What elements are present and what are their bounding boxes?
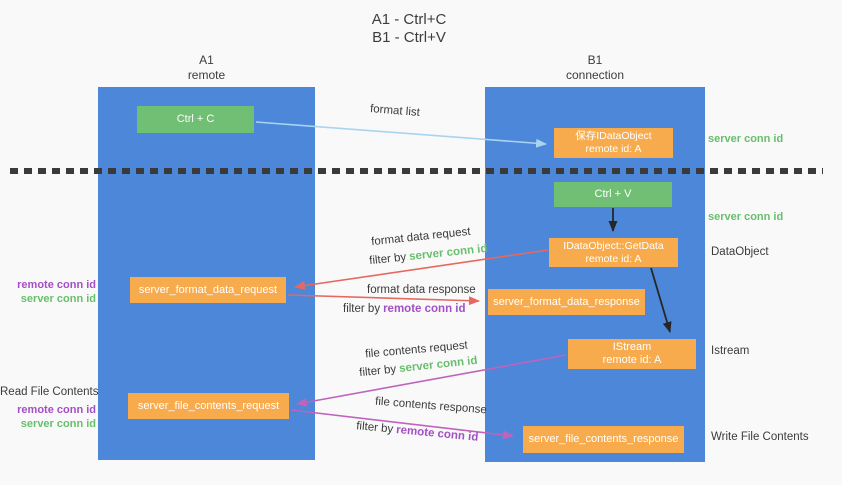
node-save-idataobject-line2: remote id: A [585,143,642,155]
node-ctrl-v: Ctrl + V [554,182,672,207]
title-line-1: A1 - Ctrl+C [371,11,447,28]
node-istream-line1: IStream [612,341,652,353]
filter-by-text: filter by [343,303,381,315]
arrow-format-list [255,121,547,148]
node-idataobject-getdata-line2: remote id: A [585,252,642,265]
write-file-contents-label: Write File Contents [711,431,809,443]
remote-conn-id-text: remote conn id [383,303,466,315]
node-server-file-contents-response: server_file_contents_response [523,426,684,453]
node-save-idataobject-line1: 保存IDataObject [575,130,652,142]
dotted-divider [10,168,823,174]
column-b1-name: B1 [587,53,603,67]
node-istream: IStream remote id: A [568,339,696,369]
column-a1-name: A1 [199,53,214,67]
node-server-format-data-request-label: server_format_data_request [138,283,278,296]
dataobject-label: DataObject [711,246,769,258]
node-ctrl-c-label: Ctrl + C [176,113,215,125]
right-server-conn-id-top: server conn id [708,133,784,145]
column-header-a1: A1 remote [98,53,315,83]
title-line-2: B1 - Ctrl+V [372,29,446,46]
left-file-remote-conn-id: remote conn id [17,404,96,416]
node-istream-line2: remote id: A [602,354,662,366]
node-server-file-contents-response-label: server_file_contents_response [528,433,679,445]
left-format-remote-conn-id: remote conn id [17,279,96,291]
read-file-contents-label: Read File Contents [0,386,99,398]
node-server-format-data-response-label: server_format_data_response [493,295,640,308]
node-idataobject-getdata-line1: IDataObject::GetData [563,239,664,252]
arrow-getdata-to-istream [650,267,672,333]
left-format-server-conn-id: server conn id [20,292,96,305]
istream-label: Istream [711,345,750,357]
node-ctrl-c: Ctrl + C [137,106,254,133]
left-file-conn-ids: remote conn id server conn id [0,404,96,431]
node-server-format-data-response: server_format_data_response [488,289,645,315]
node-server-file-contents-request-label: server_file_contents_request [137,399,280,412]
node-save-idataobject: 保存IDataObject remote id: A [554,128,673,158]
diagram-title: A1 - Ctrl+C B1 - Ctrl+V [309,11,509,47]
node-idataobject-getdata: IDataObject::GetData remote id: A [549,238,678,267]
left-format-conn-ids: remote conn id server conn id [0,279,96,306]
arrow-format-data-response [287,294,480,306]
arrow-file-contents-request [296,354,567,407]
node-ctrl-v-label: Ctrl + V [594,188,632,200]
right-server-conn-id-mid: server conn id [708,211,784,223]
column-b1-subtitle: connection [565,68,625,82]
arrow-format-data-request [294,249,549,291]
edge-label-format-data-response: format data response [367,284,476,296]
node-server-file-contents-request: server_file_contents_request [128,393,289,419]
left-file-server-conn-id: server conn id [20,417,96,430]
column-header-b1: B1 connection [485,53,705,83]
node-server-format-data-request: server_format_data_request [130,277,286,303]
column-a1-subtitle: remote [187,68,226,82]
arrow-file-contents-response [290,409,514,440]
